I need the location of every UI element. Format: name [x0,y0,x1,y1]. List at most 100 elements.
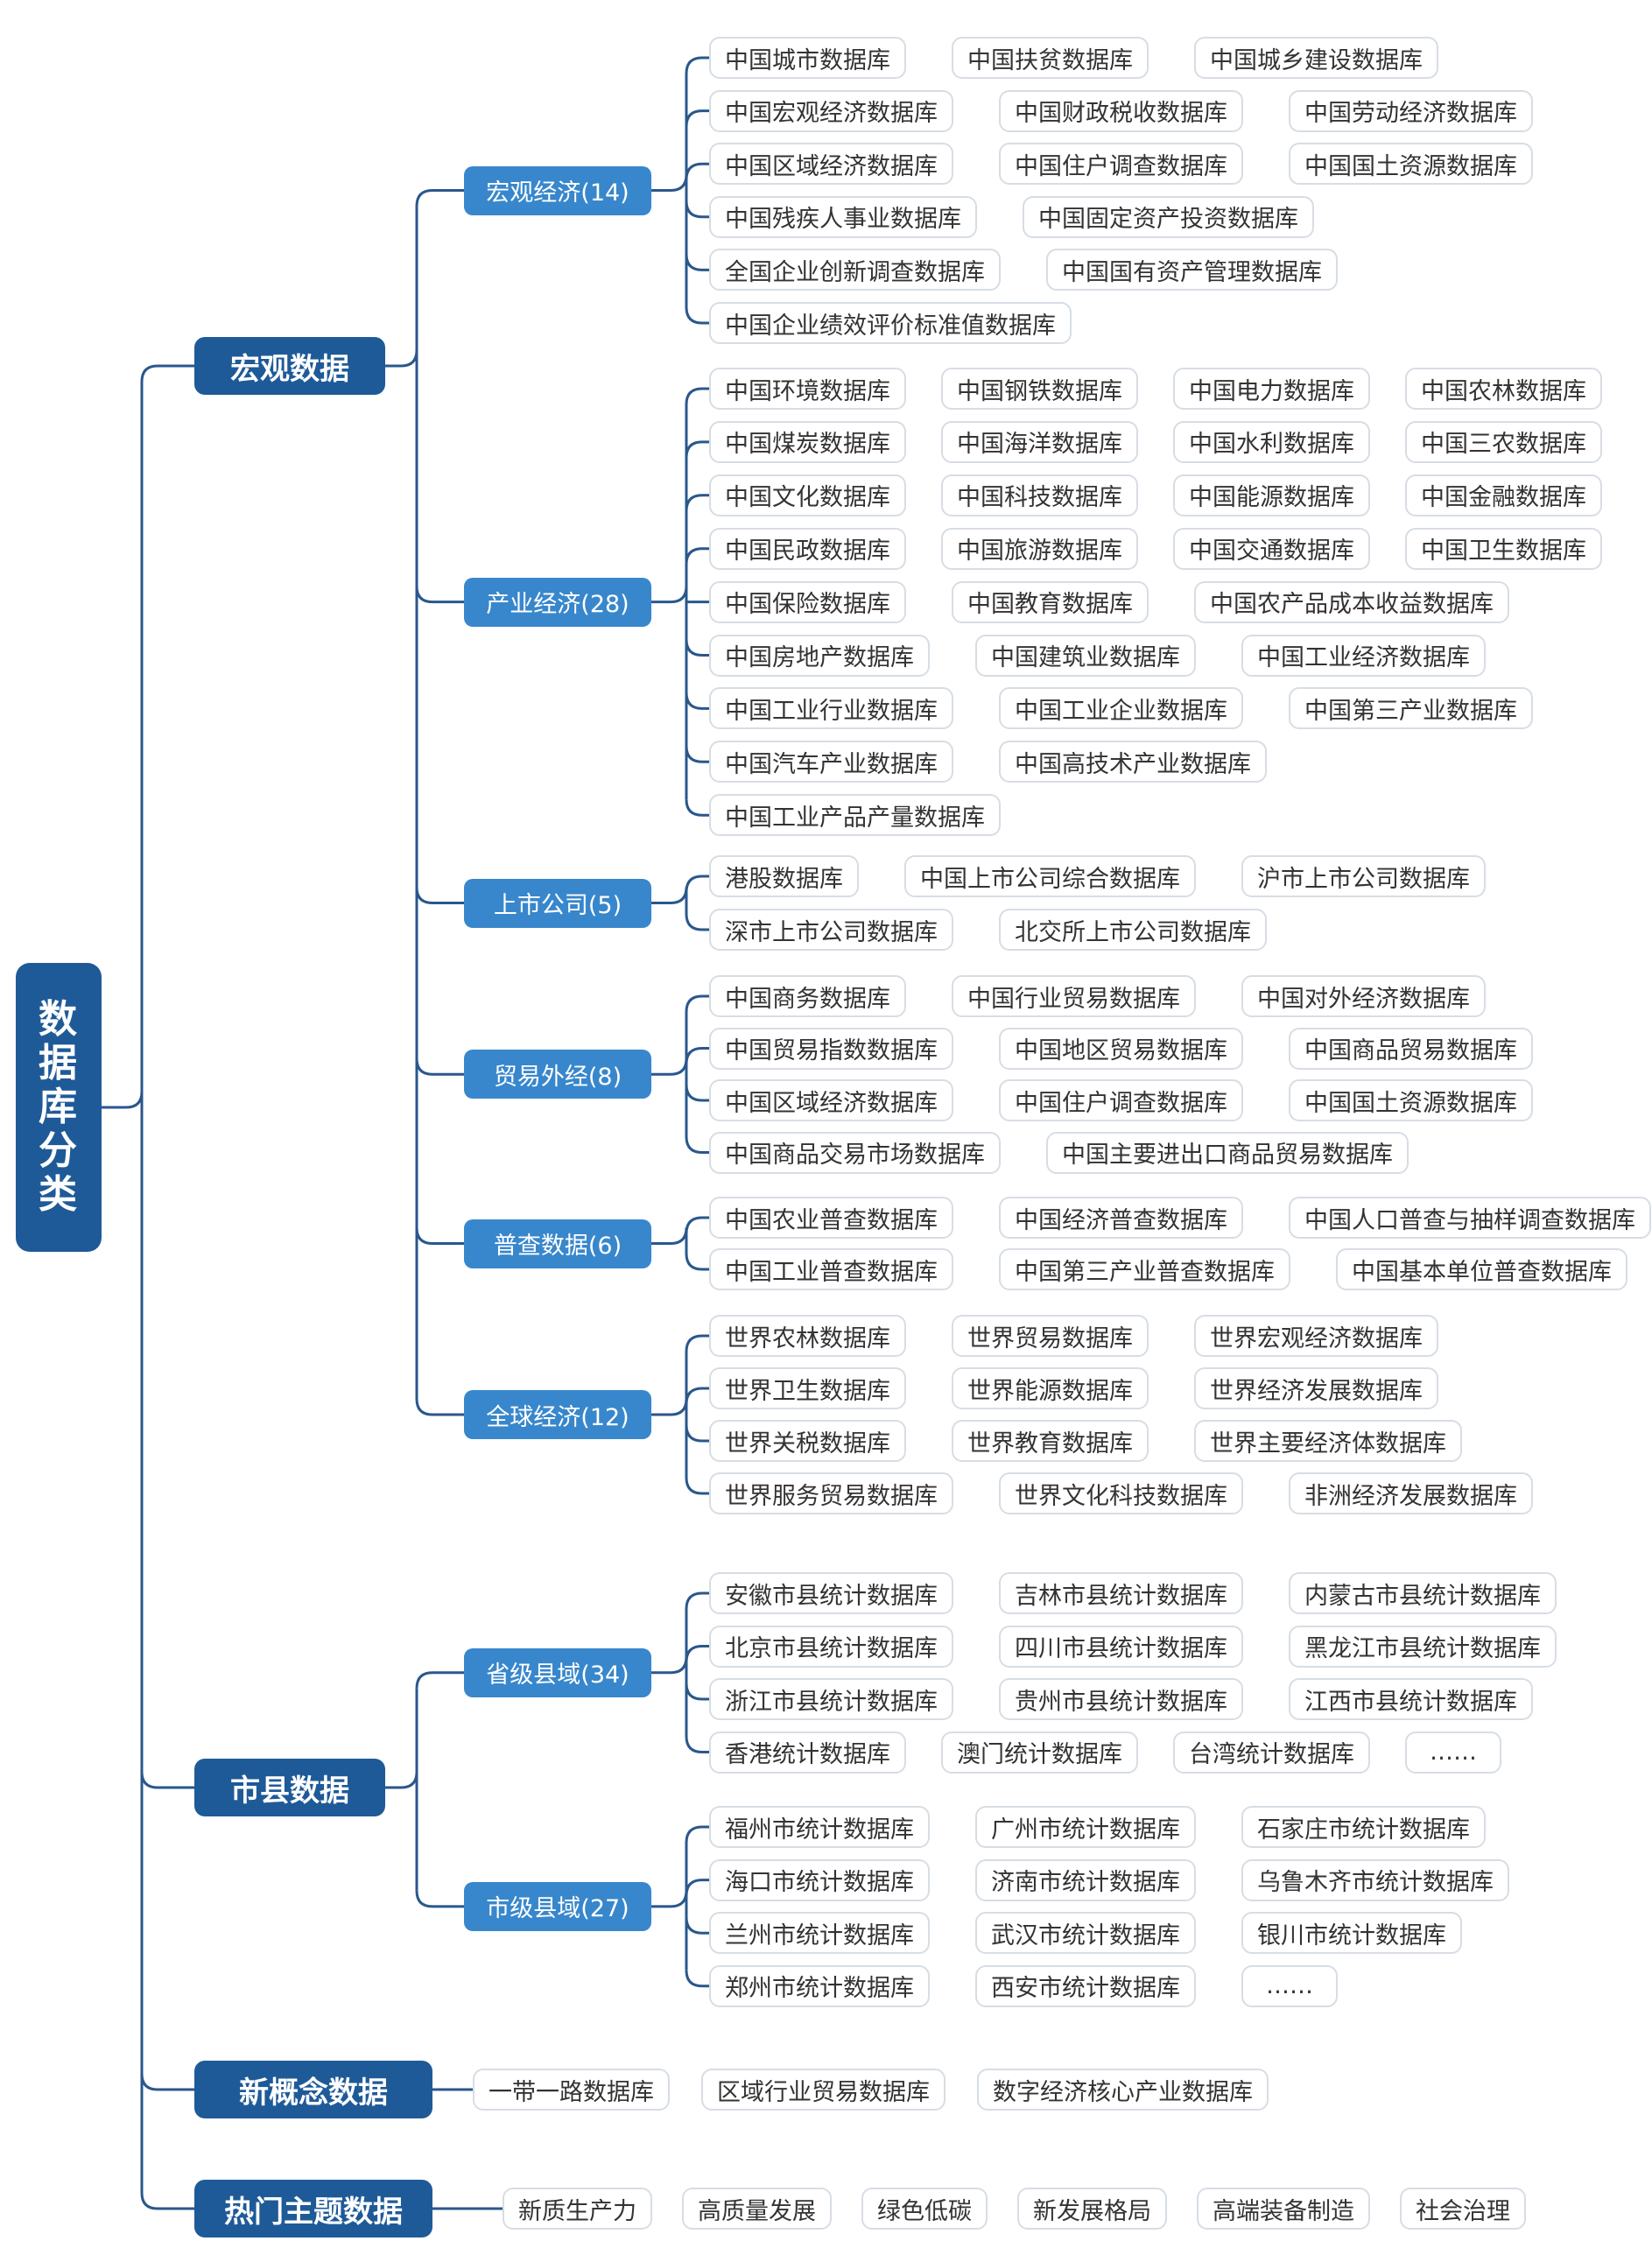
database-item[interactable]: 中国国土资源数据库 [1289,143,1533,186]
database-item[interactable]: 中国行业贸易数据库 [952,975,1196,1017]
topic-item[interactable]: 一带一路数据库 [473,2069,670,2111]
database-item[interactable]: 非洲经济发展数据库 [1289,1472,1533,1514]
database-item[interactable]: 中国残疾人事业数据库 [709,195,977,238]
database-item[interactable]: 中国第三产业普查数据库 [999,1248,1290,1290]
database-item[interactable]: 中国国有资产管理数据库 [1046,249,1338,292]
database-item[interactable]: 世界经济发展数据库 [1194,1367,1438,1409]
subcategory-1-1[interactable]: 宏观经济(14) [464,165,651,215]
database-item[interactable]: 中国农产品成本收益数据库 [1194,580,1509,623]
database-item[interactable]: 中国地区贸易数据库 [999,1027,1243,1070]
database-item[interactable]: 中国三农数据库 [1405,420,1602,463]
category-4[interactable]: 热门主题数据 [194,2180,432,2237]
database-item[interactable]: 港股数据库 [709,855,859,897]
database-item[interactable]: 中国工业行业数据库 [709,687,953,730]
database-item[interactable]: 台湾统计数据库 [1173,1731,1370,1774]
database-item[interactable]: 中国第三产业数据库 [1289,687,1533,730]
database-item[interactable]: 中国财政税收数据库 [999,89,1243,132]
database-item[interactable]: 世界关税数据库 [709,1420,906,1462]
database-item[interactable]: 四川市县统计数据库 [999,1625,1243,1668]
database-item[interactable]: 中国固定资产投资数据库 [1023,195,1314,238]
database-item[interactable]: 中国城市数据库 [709,37,906,79]
database-item[interactable]: 世界宏观经济数据库 [1194,1315,1438,1357]
database-item[interactable]: 江西市县统计数据库 [1289,1678,1533,1720]
database-item[interactable]: 浙江市县统计数据库 [709,1678,953,1720]
subcategory-1-4[interactable]: 贸易外经(8) [464,1050,651,1099]
database-item[interactable]: 济南市统计数据库 [975,1858,1196,1901]
database-item[interactable]: 中国农业普查数据库 [709,1197,953,1239]
database-item[interactable]: 中国住户调查数据库 [999,1079,1243,1121]
database-item[interactable]: 中国人口普查与抽样调查数据库 [1289,1197,1651,1239]
database-item[interactable]: 中国商务数据库 [709,975,906,1017]
database-item[interactable]: 中国海洋数据库 [941,420,1138,463]
database-item[interactable]: 香港统计数据库 [709,1731,906,1774]
database-item[interactable]: 中国工业普查数据库 [709,1248,953,1290]
database-item[interactable]: 中国教育数据库 [952,580,1149,623]
database-item[interactable]: 中国环境数据库 [709,368,906,410]
database-item[interactable]: 中国主要进出口商品贸易数据库 [1046,1131,1409,1174]
database-item[interactable]: 世界贸易数据库 [952,1315,1149,1357]
database-item[interactable]: 中国宏观经济数据库 [709,89,953,132]
category-1[interactable]: 宏观数据 [194,337,385,395]
database-item[interactable]: 乌鲁木齐市统计数据库 [1241,1858,1509,1901]
database-item[interactable]: 世界服务贸易数据库 [709,1472,953,1514]
topic-item[interactable]: 数字经济核心产业数据库 [977,2069,1269,2111]
database-item[interactable]: 中国旅游数据库 [941,527,1138,570]
database-item[interactable]: 中国工业经济数据库 [1241,634,1486,677]
database-item[interactable]: 黑龙江市县统计数据库 [1289,1625,1557,1668]
database-item[interactable]: 银川市统计数据库 [1241,1912,1462,1955]
database-item[interactable]: 世界农林数据库 [709,1315,906,1357]
category-3[interactable]: 新概念数据 [194,2061,432,2118]
database-item[interactable]: 石家庄市统计数据库 [1241,1806,1486,1848]
database-item[interactable]: 中国工业产品产量数据库 [709,794,1001,837]
database-item[interactable]: 世界卫生数据库 [709,1367,906,1409]
subcategory-1-6[interactable]: 全球经济(12) [464,1390,651,1439]
topic-item[interactable]: 区域行业贸易数据库 [701,2069,946,2111]
database-item[interactable]: 兰州市统计数据库 [709,1912,930,1955]
database-item[interactable]: 郑州市统计数据库 [709,1964,930,2007]
topic-item[interactable]: 新质生产力 [503,2188,652,2230]
database-item[interactable]: 北京市县统计数据库 [709,1625,953,1668]
database-item[interactable]: 中国商品贸易数据库 [1289,1027,1533,1070]
database-item[interactable]: 中国卫生数据库 [1405,527,1602,570]
database-item[interactable]: 中国国土资源数据库 [1289,1079,1533,1121]
database-item[interactable]: 海口市统计数据库 [709,1858,930,1901]
database-item[interactable]: 世界能源数据库 [952,1367,1149,1409]
database-item[interactable]: 广州市统计数据库 [975,1806,1196,1848]
database-item[interactable]: 中国煤炭数据库 [709,420,906,463]
topic-item[interactable]: 高质量发展 [682,2188,832,2230]
subcategory-1-5[interactable]: 普查数据(6) [464,1219,651,1268]
database-item[interactable]: 中国住户调查数据库 [999,143,1243,186]
database-item[interactable]: 武汉市统计数据库 [975,1912,1196,1955]
database-item[interactable]: 中国房地产数据库 [709,634,930,677]
database-item[interactable]: 中国民政数据库 [709,527,906,570]
database-item[interactable]: 中国高技术产业数据库 [999,741,1267,783]
database-item[interactable]: …… [1241,1964,1338,2007]
topic-item[interactable]: 绿色低碳 [861,2188,988,2230]
database-item[interactable]: 中国城乡建设数据库 [1194,37,1438,79]
database-item[interactable]: 中国基本单位普查数据库 [1336,1248,1627,1290]
database-item[interactable]: 中国贸易指数数据库 [709,1027,953,1070]
topic-item[interactable]: 社会治理 [1400,2188,1526,2230]
database-item[interactable]: 世界教育数据库 [952,1420,1149,1462]
database-item[interactable]: 中国保险数据库 [709,580,906,623]
database-item[interactable]: 中国汽车产业数据库 [709,741,953,783]
database-item[interactable]: 中国科技数据库 [941,474,1138,516]
database-item[interactable]: 中国电力数据库 [1173,368,1370,410]
subcategory-1-2[interactable]: 产业经济(28) [464,577,651,627]
database-item[interactable]: 全国企业创新调查数据库 [709,249,1001,292]
database-item[interactable]: 中国劳动经济数据库 [1289,89,1533,132]
database-item[interactable]: 中国区域经济数据库 [709,1079,953,1121]
database-item[interactable]: 中国水利数据库 [1173,420,1370,463]
subcategory-1-3[interactable]: 上市公司(5) [464,878,651,928]
database-item[interactable]: 沪市上市公司数据库 [1241,855,1486,897]
topic-item[interactable]: 新发展格局 [1017,2188,1167,2230]
database-item[interactable]: 吉林市县统计数据库 [999,1572,1243,1614]
database-item[interactable]: 世界主要经济体数据库 [1194,1420,1462,1462]
database-item[interactable]: 中国企业绩效评价标准值数据库 [709,302,1072,344]
database-item[interactable]: 贵州市县统计数据库 [999,1678,1243,1720]
database-item[interactable]: 世界文化科技数据库 [999,1472,1243,1514]
category-2[interactable]: 市县数据 [194,1759,385,1816]
database-item[interactable]: 中国钢铁数据库 [941,368,1138,410]
database-item[interactable]: 中国农林数据库 [1405,368,1602,410]
database-item[interactable]: 澳门统计数据库 [941,1731,1138,1774]
